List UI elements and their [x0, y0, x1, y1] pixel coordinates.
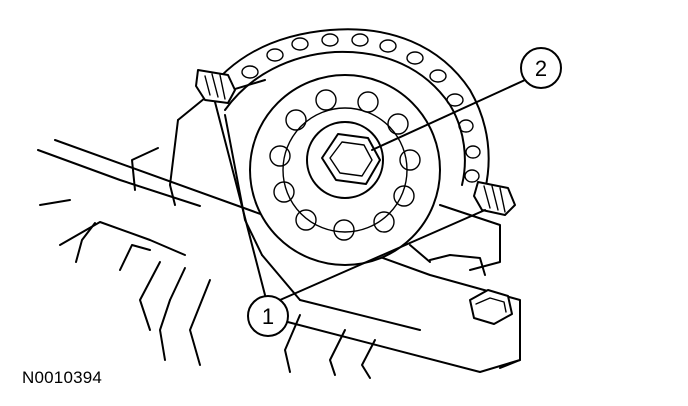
- leader-lines: [214, 79, 526, 301]
- lower-bolt: [469, 289, 513, 325]
- callout-1-label: 1: [262, 304, 274, 329]
- callout-1: 1: [247, 295, 289, 337]
- engine-cover-body: [37, 139, 521, 379]
- bracket-bolt-left: [195, 69, 236, 104]
- bracket-bolt-right: [473, 181, 516, 216]
- figure-id-label: N0010394: [22, 368, 103, 387]
- center-hex-bolt: [321, 133, 381, 185]
- callout-2-label: 2: [535, 56, 547, 81]
- timing-chain: [204, 28, 490, 191]
- callout-2: 2: [520, 47, 562, 89]
